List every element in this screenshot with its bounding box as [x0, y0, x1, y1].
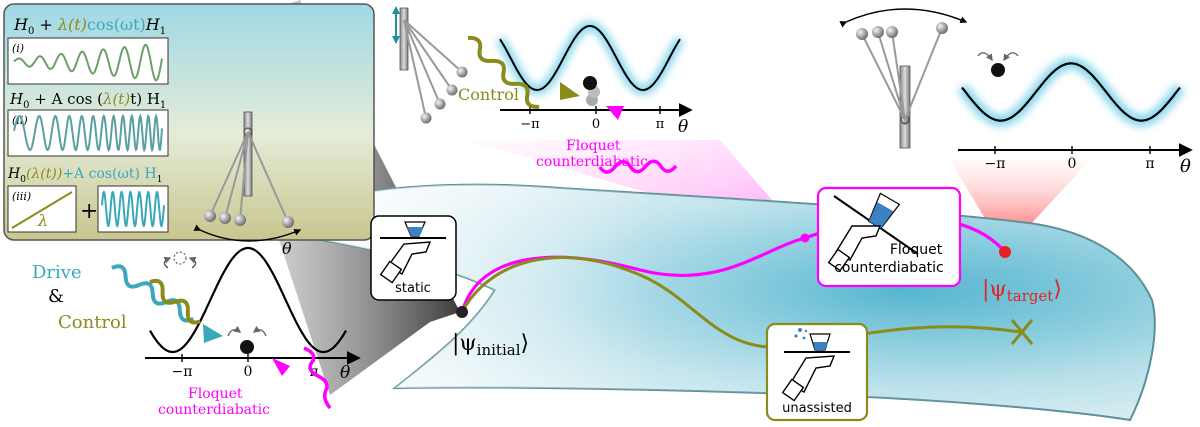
mid-particle [583, 76, 597, 90]
eq3: H0(λ(t))+A cos(ωt) H1 [7, 166, 162, 185]
midpoint-dot [800, 233, 810, 243]
left-floquet-label-2: counterdiabatic [158, 402, 270, 418]
left-particle [240, 340, 254, 354]
panel-ii-wave [13, 113, 163, 153]
target-state-dot [999, 246, 1011, 258]
left-control-wave [149, 278, 202, 325]
unassisted-fail-cross [1010, 319, 1034, 345]
static-box: static [370, 215, 457, 301]
panel-i-wave [13, 43, 163, 82]
zoom-beam-right [950, 160, 1090, 252]
mid-potential-curve [499, 25, 681, 91]
floquet-box-label-2: counterdiabatic [834, 260, 944, 276]
panel-iii-lambda: λ [37, 211, 48, 230]
left-pendulum-angle: θ [282, 239, 292, 258]
target-state-label: |ψtarget⟩ [982, 277, 1062, 305]
axis-tick-label: π [656, 117, 665, 132]
panel-iii-wave [101, 190, 165, 228]
mid-control-wave [467, 35, 540, 109]
floquet-path-1 [460, 236, 806, 313]
panel-i-label: (i) [12, 42, 24, 55]
axis-tick-label: 0 [244, 364, 253, 380]
initial-state-dot [456, 306, 468, 318]
left-control-label: Control [58, 312, 127, 333]
floquet-hand-icon [835, 225, 882, 261]
left-floquet-label-1: Floquet [188, 386, 243, 402]
axis-tick-label: 0 [592, 117, 600, 132]
left-axis-label: θ [340, 363, 350, 383]
axis-tick-label: π [1145, 156, 1154, 172]
left-pendulum: θ [193, 111, 302, 258]
right-axis-label: θ [1180, 156, 1191, 177]
left-top-state [173, 251, 187, 265]
panel-iii-ramp-line [11, 191, 73, 229]
mid-floquet-label-2: counterdiabatic [536, 154, 648, 170]
top-middle-plot: −π 0 π θ Control Floquet counterdiabatic [392, 6, 693, 174]
eq2: H0 + A cos (λ(t)t) H1 [9, 90, 166, 111]
axis-tick-label: −π [172, 364, 193, 380]
left-drive-label: Drive [32, 262, 82, 283]
right-particle [991, 63, 1005, 77]
axis-tick-label: 0 [1068, 156, 1077, 172]
top-right-plot: −π 0 π θ [839, 8, 1193, 177]
unassisted-path [460, 255, 1021, 349]
axis-tick-label: −π [520, 117, 540, 132]
static-hand-icon [386, 241, 432, 275]
mid-axis-label: θ [678, 117, 688, 137]
floquet-box-label-1: Floquet [890, 242, 943, 258]
unassisted-box: unassisted [765, 322, 869, 422]
mid-floquet-wave [598, 159, 678, 174]
floquet-box: Floquet counterdiabatic [816, 186, 962, 288]
panel-iii-plus: + [80, 199, 98, 224]
initial-state-label: |ψinitial⟩ [452, 331, 529, 359]
static-label: static [395, 281, 431, 296]
left-potential-curve [149, 246, 347, 354]
left-floquet-wave [303, 346, 332, 410]
left-amp-label: & [48, 286, 64, 307]
left-drive-wave [111, 264, 195, 323]
right-potential-curve [961, 62, 1181, 122]
axis-tick-label: −π [985, 156, 1006, 172]
mid-control-label: Control [458, 85, 519, 104]
unassisted-hand-icon [789, 355, 836, 393]
eq1: H0 + λ(t)cos(ωt)H1 [13, 15, 166, 37]
panel-iii-label: (iii) [12, 190, 31, 203]
unassisted-label: unassisted [782, 401, 852, 416]
legend-panel: H0 + λ(t)cos(ωt)H1 (i) H0 + A cos (λ(t)t… [3, 3, 375, 241]
mid-floquet-label-1: Floquet [566, 138, 621, 154]
